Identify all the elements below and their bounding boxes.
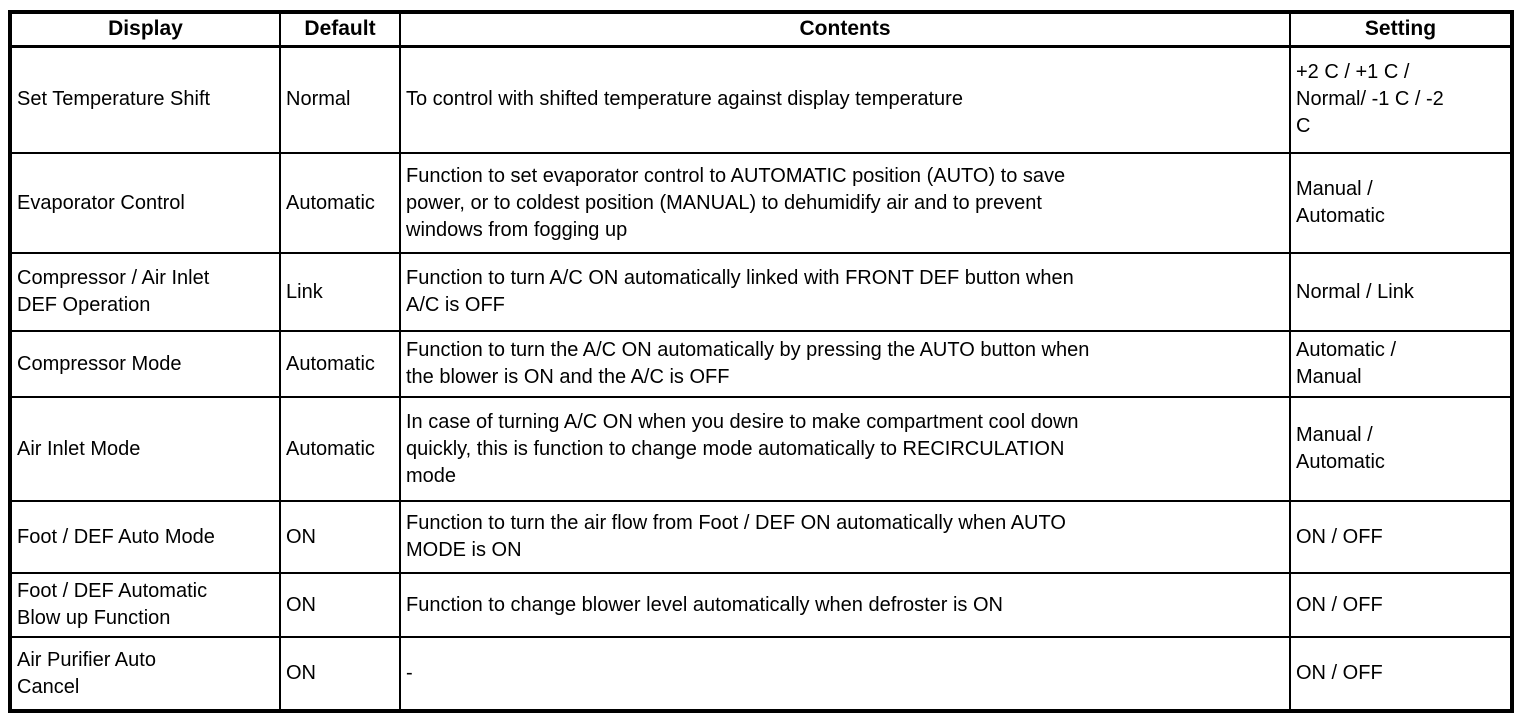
table-row: Air Purifier Auto Cancel ON - ON / OFF (9, 636, 1513, 712)
cell-display: Foot / DEF Auto Mode (9, 500, 281, 574)
cell-display: Compressor / Air Inlet DEF Operation (9, 252, 281, 332)
cell-default: Automatic (279, 330, 401, 398)
table-row: Evaporator Control Automatic Function to… (9, 152, 1513, 254)
header-row: Display Default Contents Setting (9, 11, 1513, 48)
cell-setting: ON / OFF (1289, 572, 1513, 638)
cell-display: Compressor Mode (9, 330, 281, 398)
cell-setting: Automatic / Manual (1289, 330, 1513, 398)
cell-contents: - (399, 636, 1291, 712)
cell-default: Automatic (279, 396, 401, 502)
cell-contents: Function to change blower level automati… (399, 572, 1291, 638)
cell-contents: In case of turning A/C ON when you desir… (399, 396, 1291, 502)
cell-contents: Function to set evaporator control to AU… (399, 152, 1291, 254)
cell-contents: Function to turn the A/C ON automaticall… (399, 330, 1291, 398)
table-row: Compressor / Air Inlet DEF Operation Lin… (9, 252, 1513, 332)
hvac-settings-table: Display Default Contents Setting Set Tem… (8, 10, 1514, 713)
cell-display: Evaporator Control (9, 152, 281, 254)
table-row: Air Inlet Mode Automatic In case of turn… (9, 396, 1513, 502)
cell-default: ON (279, 636, 401, 712)
table-row: Foot / DEF Automatic Blow up Function ON… (9, 572, 1513, 638)
cell-setting: Manual / Automatic (1289, 152, 1513, 254)
cell-default: Link (279, 252, 401, 332)
cell-contents: To control with shifted temperature agai… (399, 45, 1291, 154)
cell-display: Set Temperature Shift (9, 45, 281, 154)
cell-display: Air Purifier Auto Cancel (9, 636, 281, 712)
col-header-contents: Contents (399, 11, 1291, 48)
cell-contents: Function to turn the air flow from Foot … (399, 500, 1291, 574)
cell-default: Normal (279, 45, 401, 154)
cell-default: Automatic (279, 152, 401, 254)
table-row: Compressor Mode Automatic Function to tu… (9, 330, 1513, 398)
cell-display: Foot / DEF Automatic Blow up Function (9, 572, 281, 638)
cell-setting: ON / OFF (1289, 636, 1513, 712)
table-row: Set Temperature Shift Normal To control … (9, 45, 1513, 154)
cell-setting: Normal / Link (1289, 252, 1513, 332)
cell-contents: Function to turn A/C ON automatically li… (399, 252, 1291, 332)
cell-setting: ON / OFF (1289, 500, 1513, 574)
cell-setting: Manual / Automatic (1289, 396, 1513, 502)
cell-display: Air Inlet Mode (9, 396, 281, 502)
table-row: Foot / DEF Auto Mode ON Function to turn… (9, 500, 1513, 574)
col-header-display: Display (9, 11, 281, 48)
cell-default: ON (279, 572, 401, 638)
col-header-default: Default (279, 11, 401, 48)
cell-default: ON (279, 500, 401, 574)
col-header-setting: Setting (1289, 11, 1513, 48)
cell-setting: +2 C / +1 C / Normal/ -1 C / -2 C (1289, 45, 1513, 154)
